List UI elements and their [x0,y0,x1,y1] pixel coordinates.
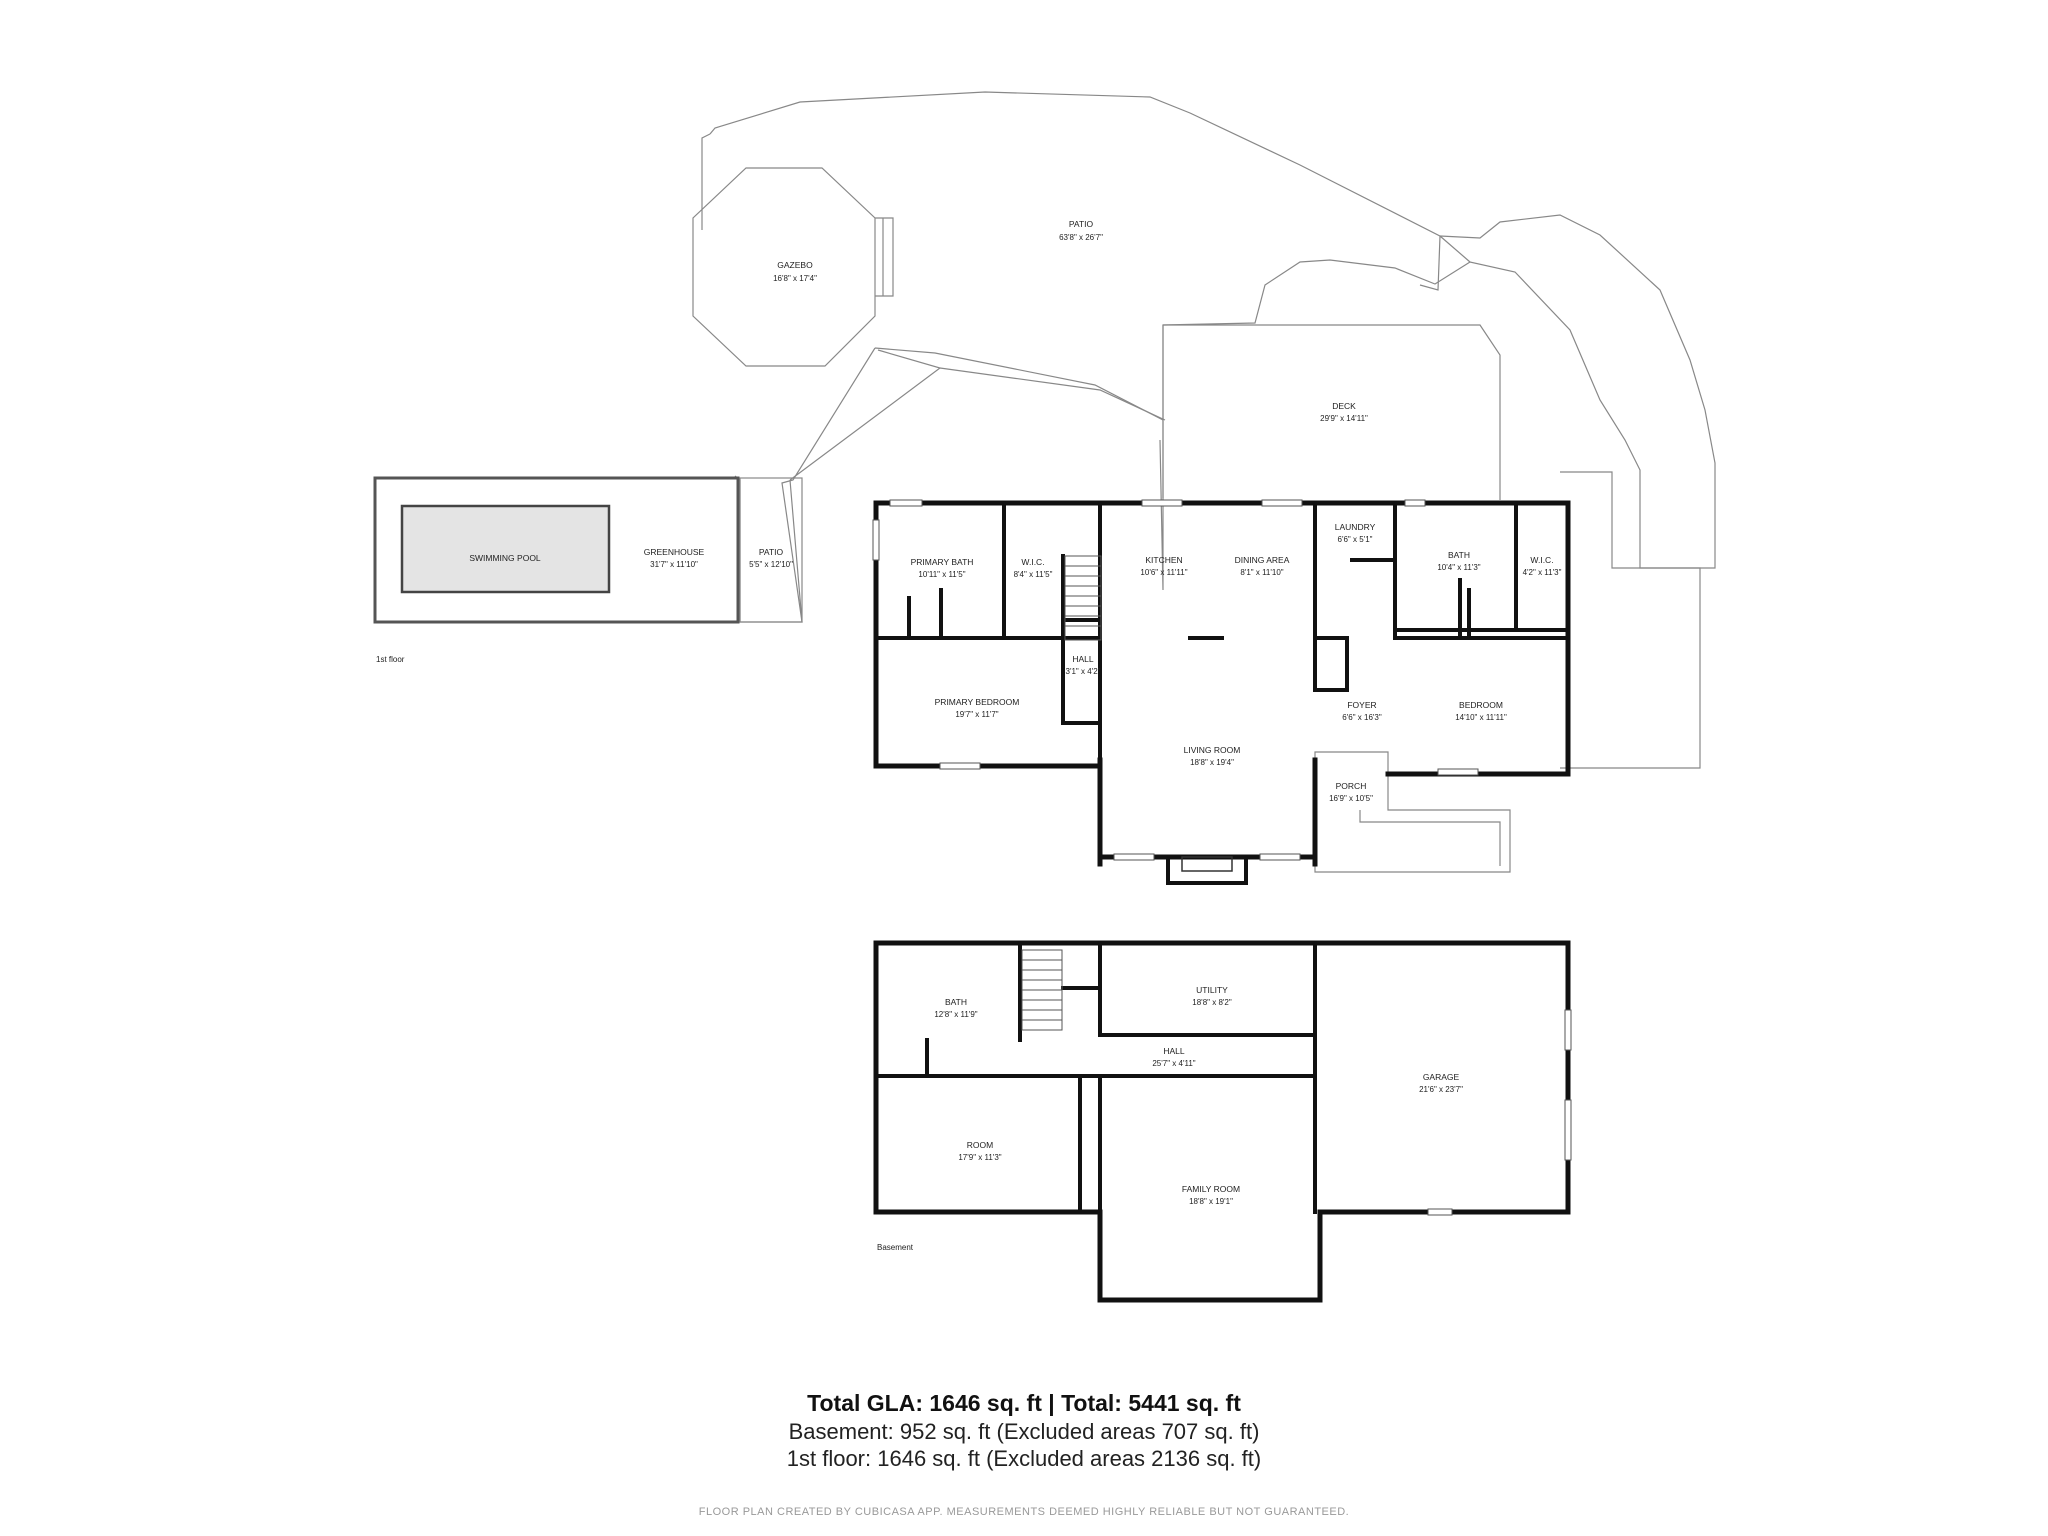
primary-bedroom-label: PRIMARY BEDROOM [935,697,1020,707]
garage-dims: 21'6" x 23'7" [1419,1085,1463,1094]
porch-outline [1314,751,1511,873]
patio-small-dims: 5'5" x 12'10" [749,560,793,569]
patio-dims: 63'8" x 26'7" [1059,233,1103,242]
laundry-label: LAUNDRY [1335,522,1376,532]
living-room-dims: 18'8" x 19'4" [1190,758,1234,767]
living-room-bottom-wall [1097,757,1318,860]
porch-dims: 16'9" x 10'5" [1329,794,1373,803]
greenhouse-outline [373,476,740,624]
basement-interior-walls [874,941,1317,1214]
wic-1-label: W.I.C. [1021,557,1044,567]
footer-disclaimer: FLOOR PLAN CREATED BY CUBICASA APP. MEAS… [698,1506,1350,1518]
room-dims: 17'9" x 11'3" [958,1153,1001,1162]
greenhouse-label: GREENHOUSE [644,547,705,557]
first-floor-walls [873,500,1571,885]
patio-small-label: PATIO [759,547,784,557]
wic-2-label: W.I.C. [1530,555,1553,565]
deck-outline [1162,324,1501,500]
room-label: ROOM [967,1140,993,1150]
wic-2-dims: 4'2" x 11'3" [1523,568,1562,577]
primary-bath-label: PRIMARY BATH [911,557,974,567]
gazebo-steps [875,217,894,297]
walkway-outline [789,349,1166,623]
first-floor-stairs [1064,555,1102,641]
primary-bath-dims: 10'11" x 11'5" [918,570,965,579]
total-area-line: Total GLA: 1646 sq. ft | Total: 5441 sq.… [807,1390,1241,1416]
gazebo-dims: 16'8" x 17'4" [773,274,817,283]
wic-1-dims: 8'4" x 11'5" [1014,570,1053,579]
bath-label: BATH [1448,550,1470,560]
swimming-pool [400,504,611,594]
dining-area-label: DINING AREA [1235,555,1290,565]
deck-dims: 29'9" x 14'11" [1320,414,1368,423]
area-summary: Total GLA: 1646 sq. ft | Total: 5441 sq.… [0,1388,2048,1472]
patio-small-outline [739,477,803,623]
fireplace [1166,855,1248,885]
basement-stairs [1021,949,1063,1031]
kitchen-dims: 10'6" x 11'11" [1140,568,1187,577]
outdoor-areas [373,91,1716,873]
basement-walls [873,940,1571,1303]
laundry-dims: 6'6" x 5'1" [1338,535,1373,544]
kitchen-label: KITCHEN [1145,555,1182,565]
basement-hall-label: HALL [1163,1046,1185,1056]
fireplace-hearth [1181,856,1233,872]
bath-dims: 10'4" x 11'3" [1437,563,1480,572]
basement-hall-dims: 25'7" x 4'11" [1152,1059,1195,1068]
hall-dims: 3'1" x 4'2" [1066,667,1101,676]
side-strip-outline [1560,471,1701,769]
primary-bedroom-dims: 19'7" x 11'7" [955,710,998,719]
garage-label: GARAGE [1423,1072,1460,1082]
patio-inner-curve [1419,235,1471,291]
patio-outline [701,91,1716,591]
porch-ramp [1359,810,1501,866]
hall-label: HALL [1072,654,1094,664]
deck-label: DECK [1332,401,1356,411]
foyer-label: FOYER [1347,700,1376,710]
first-floor-area-line: 1st floor: 1646 sq. ft (Excluded areas 2… [786,1446,1262,1471]
utility-label: UTILITY [1196,985,1228,995]
room-labels: PATIO 63'8" x 26'7" GAZEBO 16'8" x 17'4"… [376,219,1562,1252]
foyer-dims: 6'6" x 16'3" [1342,713,1382,722]
utility-dims: 18'8" x 8'2" [1192,998,1232,1007]
patio-label: PATIO [1069,219,1094,229]
bedroom-dims: 14'10" x 11'11" [1455,713,1507,722]
first-floor-label: 1st floor [376,655,405,664]
dining-area-dims: 8'1" x 11'10" [1240,568,1283,577]
bedroom-label: BEDROOM [1459,700,1503,710]
family-room-label: FAMILY ROOM [1182,1184,1240,1194]
gazebo-label: GAZEBO [777,260,813,270]
porch-label: PORCH [1336,781,1367,791]
swimming-pool-label: SWIMMING POOL [469,553,541,563]
windows [872,499,1572,1216]
basement-floor-label: Basement [877,1243,914,1252]
basement-exterior-wall [873,940,1571,1303]
interior-walls [874,501,1570,768]
basement-bath-label: BATH [945,997,967,1007]
gazebo-outline [692,167,876,367]
family-room-dims: 18'8" x 19'1" [1189,1197,1233,1206]
basement-bath-dims: 12'8" x 11'9" [934,1010,977,1019]
greenhouse-dims: 31'7" x 11'10" [650,560,698,569]
basement-area-line: Basement: 952 sq. ft (Excluded areas 707… [788,1419,1260,1444]
living-room-label: LIVING ROOM [1184,745,1241,755]
